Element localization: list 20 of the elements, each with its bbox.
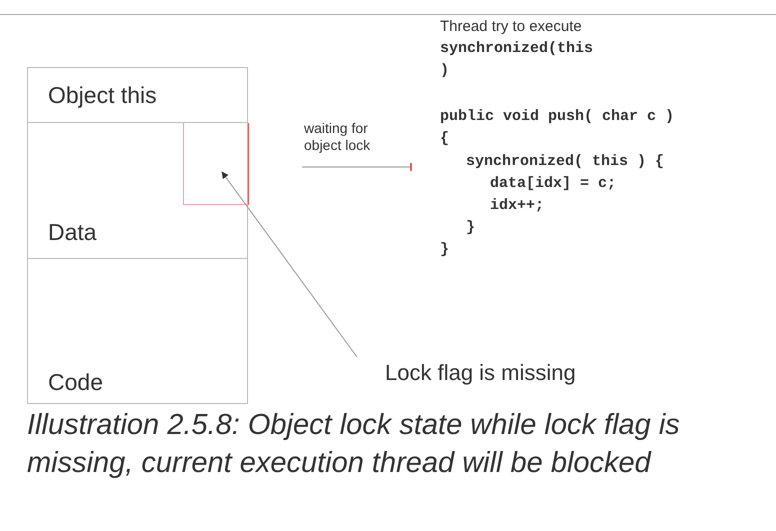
code-line: } (466, 219, 476, 236)
code-line: { (440, 130, 450, 147)
code-line: } (440, 241, 450, 258)
section-title: Object this (48, 82, 157, 109)
code-line: data[idx] = c; (490, 175, 616, 192)
code-line: synchronized(this ) (440, 39, 594, 81)
note-text: waiting for object lock (304, 120, 372, 154)
lock-flag-slot (183, 123, 249, 205)
figure-caption: Illustration 2.5.8: Object lock state while lock flag is missing, current execution thread will be blocked (27, 408, 681, 481)
callout-text: Lock flag is missing (385, 360, 685, 390)
section-title: Code (48, 369, 103, 396)
code-line: synchronized( this ) { (466, 153, 664, 170)
section-title: Data (48, 219, 97, 246)
leader-arrow (222, 171, 358, 358)
code-section (27, 258, 248, 404)
code-line: idx++; (490, 197, 544, 214)
object-header-section (27, 67, 248, 123)
note-text: Thread try to execute (440, 18, 582, 35)
data-section (27, 122, 248, 259)
code-line: public void push( char c ) (440, 108, 674, 125)
